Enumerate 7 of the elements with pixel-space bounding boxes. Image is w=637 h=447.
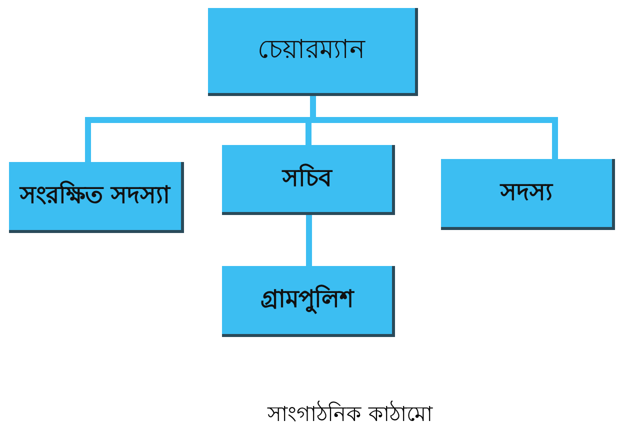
connector-line <box>306 215 312 266</box>
position-box: গ্রামপুলিশ <box>222 266 395 337</box>
position-box: সদস্য <box>441 159 615 230</box>
position-box: সংরক্ষিত সদস্যা <box>9 162 184 233</box>
position-box: চেয়ারম্যান <box>208 8 418 96</box>
position-box: সচিব <box>222 145 395 215</box>
caption: সাংগাঠনিক কাঠামো <box>266 400 434 428</box>
